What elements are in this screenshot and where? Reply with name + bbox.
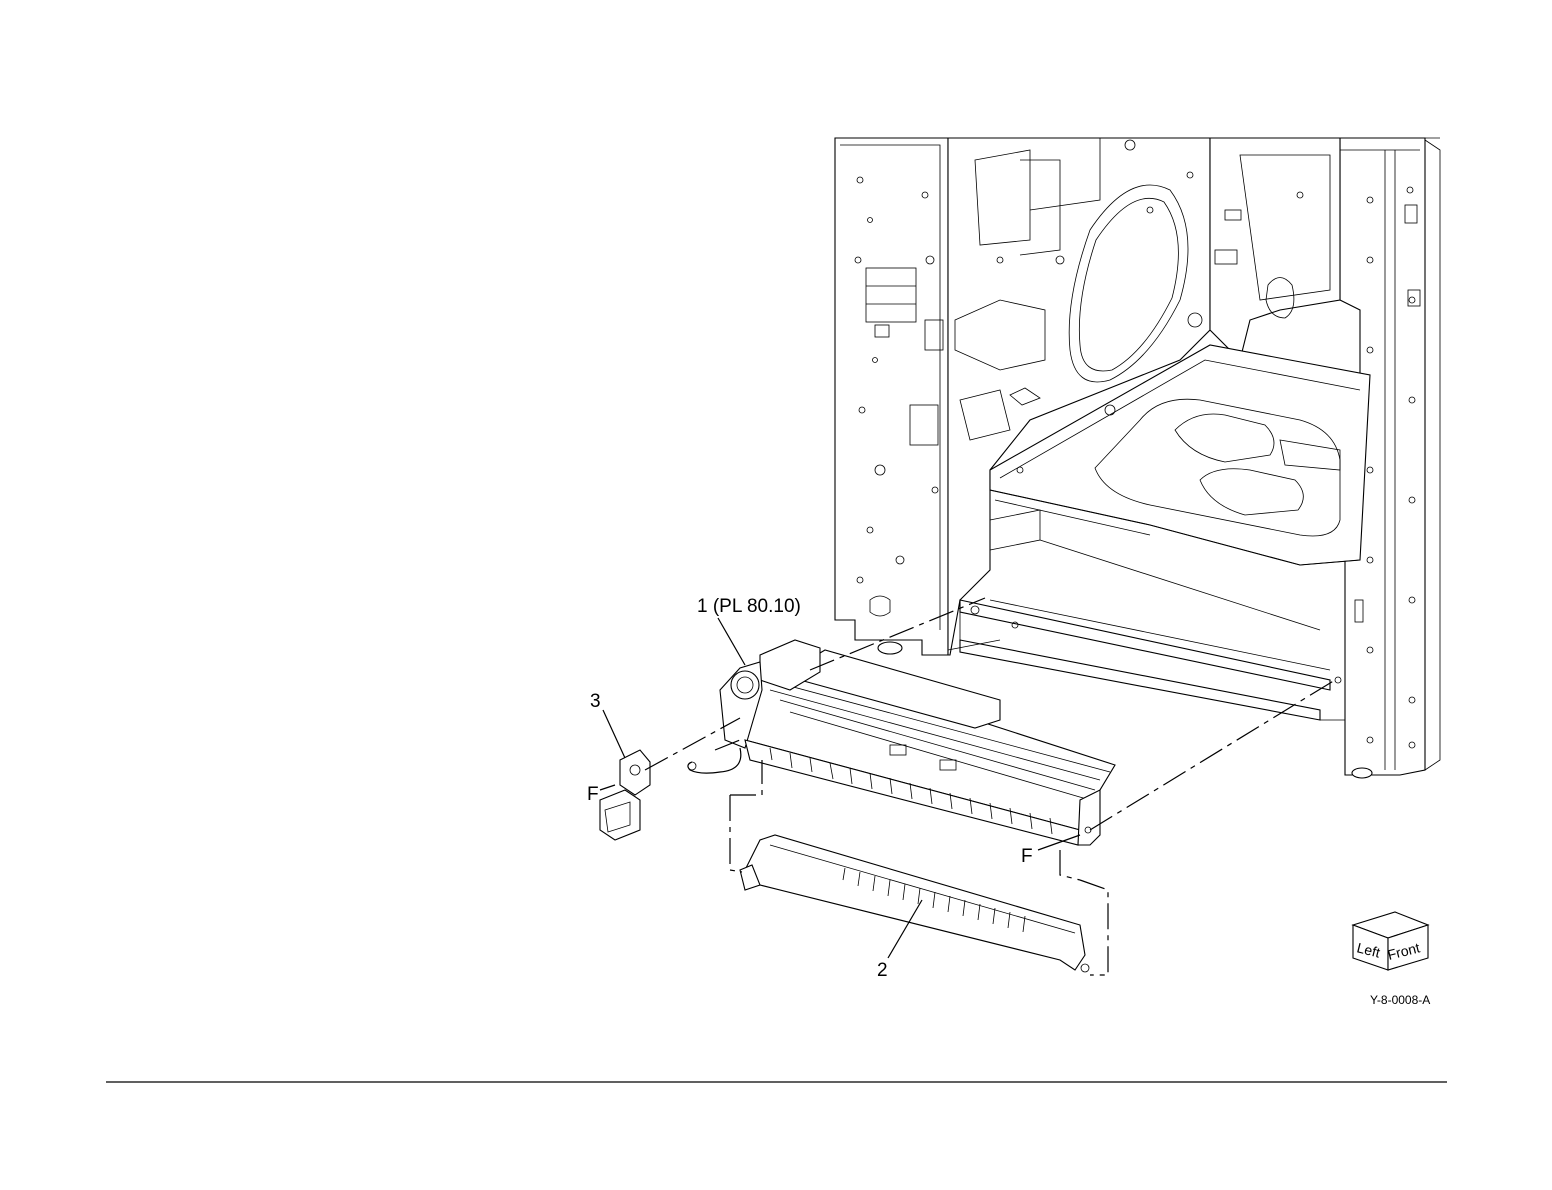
orientation-cube: Left Front — [1353, 912, 1428, 970]
figure-id: Y-8-0008-A — [1370, 993, 1430, 1007]
callout-item-2: 2 — [877, 960, 888, 981]
callout-fastener-right: F — [1021, 846, 1033, 867]
callout-fastener-left: F — [587, 784, 599, 805]
item-1-assembly — [688, 640, 1115, 845]
callout-item-1: 1 (PL 80.10) — [697, 596, 801, 617]
item-2-cover — [740, 835, 1089, 972]
item-3-bracket — [600, 750, 650, 840]
callout-item-3: 3 — [590, 691, 601, 712]
